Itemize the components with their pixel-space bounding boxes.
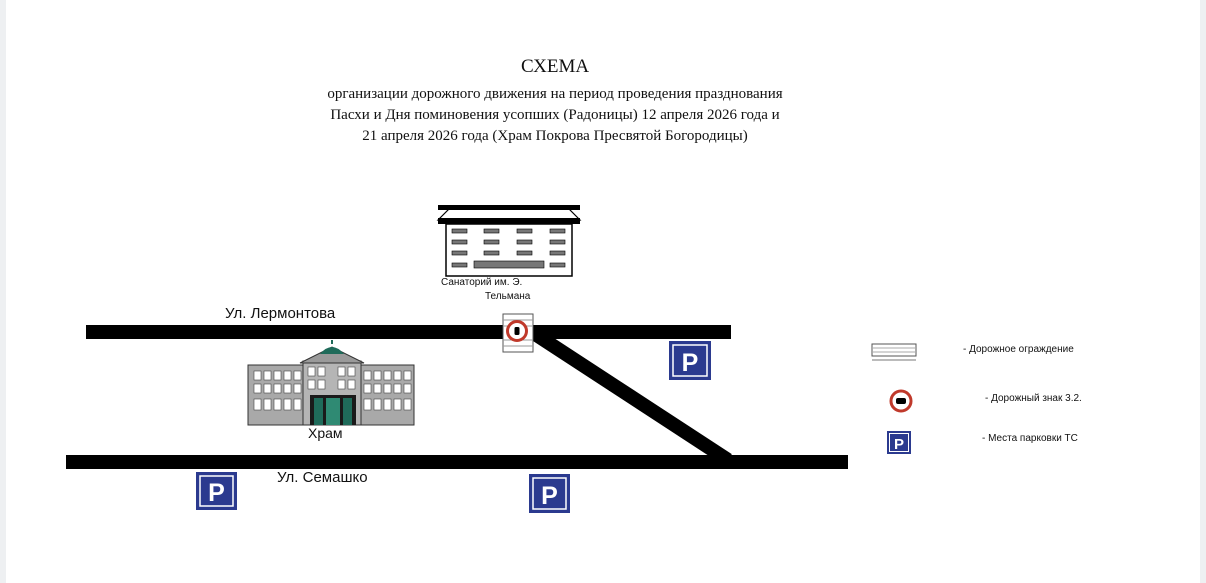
scheme-subtitle-line-3: 21 апреля 2026 года (Храм Покрова Пресвя… bbox=[362, 128, 748, 144]
scheme-title: СХЕМА bbox=[520, 56, 590, 77]
parking-icon: P bbox=[529, 474, 570, 513]
sanatorium-label-line-2: Тельмана bbox=[485, 291, 531, 302]
scheme-subtitle-line-1: организации дорожного движения на период… bbox=[327, 86, 783, 102]
legend-parking-icon: P bbox=[887, 431, 911, 454]
legend-no-vehicles-sign-icon bbox=[889, 389, 913, 413]
street-label-lermontova: Ул. Лермонтова bbox=[225, 305, 336, 322]
legend-sign-label: - Дорожный знак 3.2. bbox=[985, 393, 1082, 404]
legend-parking-label: - Места парковки ТС bbox=[982, 433, 1078, 444]
svg-text:P: P bbox=[208, 479, 225, 507]
svg-text:P: P bbox=[541, 482, 558, 510]
sanatorium-label-line-1: Санаторий им. Э. bbox=[441, 277, 523, 288]
street-label-semashko: Ул. Семашко bbox=[277, 469, 368, 486]
parking-icon: P bbox=[196, 472, 237, 510]
legend-barrier-icon bbox=[871, 343, 917, 361]
legend-barrier-label: - Дорожное ограждение bbox=[963, 344, 1074, 355]
road-semashko bbox=[66, 455, 848, 469]
road-lermontova bbox=[86, 325, 731, 339]
sanatorium-building-icon bbox=[436, 205, 582, 277]
no-vehicles-sign-icon bbox=[506, 320, 528, 342]
svg-text:P: P bbox=[682, 349, 699, 377]
scheme-subtitle-line-2: Пасхи и Дня поминовения усопших (Радониц… bbox=[330, 107, 780, 123]
svg-text:P: P bbox=[894, 436, 904, 453]
church-building-icon bbox=[247, 340, 415, 426]
church-label: Храм bbox=[308, 425, 343, 441]
road-connector bbox=[528, 326, 732, 466]
parking-icon: P bbox=[669, 341, 711, 380]
